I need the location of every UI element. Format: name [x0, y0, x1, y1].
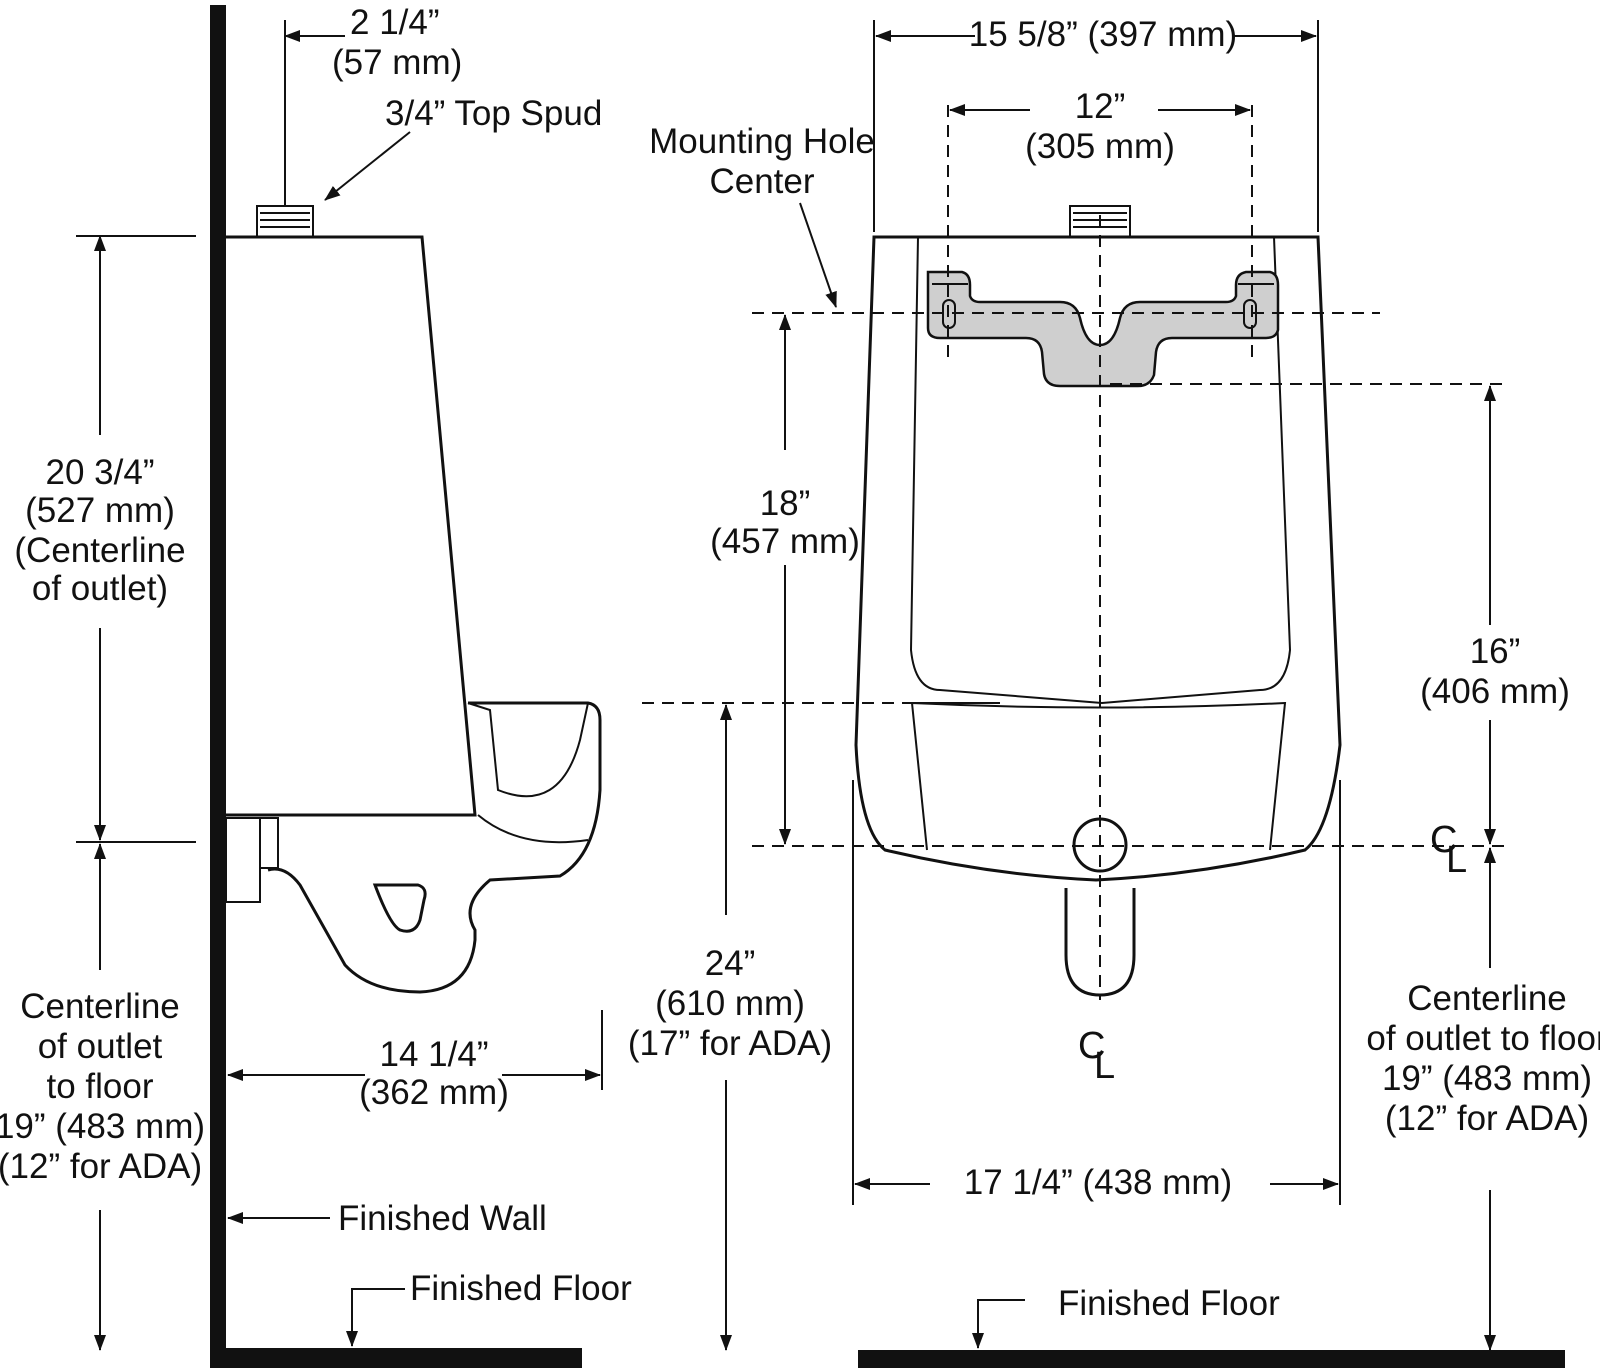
front-finished-floor-label: Finished Floor	[1058, 1284, 1280, 1323]
side-view: 2 1/4” (57 mm) 3/4” Top Spud 20 3/4” (52…	[0, 3, 632, 1368]
side-outlet-floor-line5: (12” for ADA)	[0, 1147, 202, 1186]
front-outlet-floor-line3: 19” (483 mm)	[1382, 1059, 1592, 1098]
front-rim	[911, 701, 1287, 851]
bracket-to-outlet-mm: (406 mm)	[1420, 672, 1570, 711]
side-bowl	[267, 701, 602, 994]
outlet-height-mm: (527 mm)	[25, 491, 175, 530]
finished-wall-label: Finished Wall	[338, 1199, 547, 1238]
side-wall-flange	[225, 817, 279, 903]
top-spud-label: 3/4” Top Spud	[385, 94, 602, 133]
svg-text:C: C	[1078, 1025, 1105, 1067]
svg-text:C: C	[1430, 819, 1457, 861]
front-urinal-body	[854, 235, 1342, 882]
hole-spacing-mm: (305 mm)	[1025, 127, 1175, 166]
mounting-hole-label-line2: Center	[709, 162, 814, 201]
outlet-height-note1: (Centerline	[14, 531, 185, 570]
spud-offset-mm: (57 mm)	[332, 43, 462, 82]
finished-floor-slab-right	[858, 1350, 1565, 1368]
svg-text:L: L	[1094, 1045, 1115, 1087]
outlet-height-note2: of outlet)	[32, 569, 168, 608]
width-bottom-label: 17 1/4” (438 mm)	[964, 1163, 1232, 1202]
front-outlet-floor-line1: Centerline	[1407, 979, 1567, 1018]
width-top-label: 15 5/8” (397 mm)	[969, 15, 1237, 54]
hole-spacing-in: 12”	[1075, 87, 1126, 126]
side-outlet-floor-line3: to floor	[47, 1067, 154, 1106]
projection-in: 14 1/4”	[380, 1035, 489, 1074]
hole-to-outlet-in: 18”	[760, 484, 811, 523]
side-trap-opening	[372, 883, 427, 933]
centerline-symbol-right: C L	[1430, 819, 1467, 881]
rim-height-ada: (17” for ADA)	[628, 1024, 832, 1063]
rim-height-mm: (610 mm)	[655, 984, 805, 1023]
svg-text:L: L	[1446, 839, 1467, 881]
rim-height-in: 24”	[705, 944, 756, 983]
side-outlet-floor-line4: 19” (483 mm)	[0, 1107, 205, 1146]
side-top-spud	[256, 205, 314, 238]
finished-wall-slab	[210, 5, 226, 1367]
side-outlet-floor-line2: of outlet	[38, 1027, 163, 1066]
side-outlet-floor-line1: Centerline	[20, 987, 180, 1026]
front-outlet-floor-line4: (12” for ADA)	[1385, 1099, 1589, 1138]
front-view: 15 5/8” (397 mm) 12” (305 mm) Mounting H…	[628, 15, 1600, 1368]
centerline-symbol-bottom: C L	[1078, 1025, 1115, 1087]
side-finished-floor-label: Finished Floor	[410, 1269, 632, 1308]
finished-floor-slab-left	[210, 1348, 582, 1368]
outlet-height-in: 20 3/4”	[46, 453, 155, 492]
spud-offset-in: 2 1/4”	[350, 3, 440, 42]
front-outlet-floor-line2: of outlet to floor	[1366, 1019, 1600, 1058]
side-urinal-tank	[226, 235, 477, 817]
front-inner-back	[909, 236, 1292, 705]
bracket-to-outlet-in: 16”	[1470, 632, 1521, 671]
projection-mm: (362 mm)	[359, 1073, 509, 1112]
mounting-hole-label-line1: Mounting Hole	[649, 122, 875, 161]
hole-to-outlet-mm: (457 mm)	[710, 522, 860, 561]
mounting-bracket	[926, 270, 1280, 388]
